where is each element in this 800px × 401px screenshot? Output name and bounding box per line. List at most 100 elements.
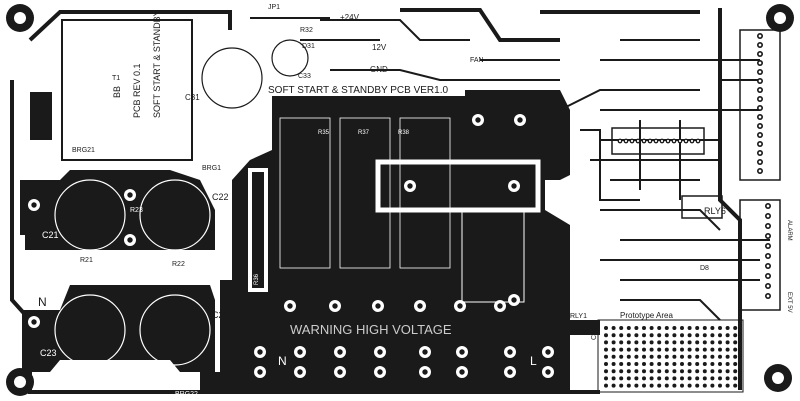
pad bbox=[671, 138, 677, 144]
ref-r26: R26 bbox=[172, 285, 185, 292]
pad bbox=[757, 78, 763, 84]
ref-c35: C35 bbox=[591, 327, 598, 340]
pad bbox=[757, 123, 763, 129]
pad bbox=[757, 96, 763, 102]
pad bbox=[419, 346, 431, 358]
pad bbox=[28, 316, 40, 328]
pad bbox=[28, 199, 40, 211]
prototype-area-box bbox=[597, 319, 744, 393]
pad bbox=[641, 138, 647, 144]
ref-c21: C21 bbox=[42, 230, 59, 240]
ref-c33: C33 bbox=[298, 73, 311, 80]
pad bbox=[542, 346, 554, 358]
pad bbox=[294, 346, 306, 358]
pad bbox=[757, 141, 763, 147]
pad bbox=[757, 60, 763, 66]
ref-c34: C34 bbox=[241, 219, 248, 232]
pad bbox=[294, 366, 306, 378]
pad bbox=[472, 114, 484, 126]
pad bbox=[757, 87, 763, 93]
pad bbox=[757, 105, 763, 111]
pad bbox=[765, 253, 771, 259]
label-n-mid: N bbox=[278, 354, 287, 368]
pad bbox=[677, 138, 683, 144]
pad bbox=[456, 366, 468, 378]
transformer-outline bbox=[61, 19, 193, 161]
pad bbox=[124, 234, 136, 246]
relay-cutout-inner bbox=[461, 211, 525, 303]
pad bbox=[757, 114, 763, 120]
pad bbox=[404, 180, 416, 192]
board-title: SOFT START & STANDBY PCB VER1.0 bbox=[268, 85, 448, 96]
ref-r32: R32 bbox=[300, 27, 313, 34]
relay-cutout-top bbox=[375, 159, 541, 213]
label-plus24v: +24V bbox=[340, 13, 360, 22]
ref-c22: C22 bbox=[212, 192, 229, 202]
label-fan: FAN bbox=[470, 57, 484, 64]
ref-brg21: BRG21 bbox=[72, 147, 95, 154]
capacitor-c31 bbox=[201, 47, 263, 109]
pad bbox=[456, 346, 468, 358]
label-n-left: N bbox=[38, 295, 47, 309]
pad bbox=[414, 300, 426, 312]
transformer-text-line1: SOFT START & STANDBY bbox=[152, 10, 162, 118]
capacitor-c22 bbox=[139, 179, 211, 251]
copper-pour-left-top bbox=[20, 170, 215, 250]
pad bbox=[689, 138, 695, 144]
ref-c23: C23 bbox=[40, 348, 57, 358]
pad bbox=[757, 33, 763, 39]
ref-r37: R37 bbox=[358, 130, 370, 136]
pad bbox=[757, 51, 763, 57]
pad bbox=[374, 366, 386, 378]
pad bbox=[124, 189, 136, 201]
pad bbox=[454, 300, 466, 312]
ref-brg1: BRG1 bbox=[202, 165, 221, 172]
pads-layer bbox=[28, 33, 771, 378]
ref-r21: R21 bbox=[80, 257, 93, 264]
left-terminal-block bbox=[30, 92, 52, 140]
resistor-outlines bbox=[279, 117, 451, 269]
pad bbox=[504, 346, 516, 358]
pad bbox=[765, 233, 771, 239]
pad bbox=[514, 114, 526, 126]
pad bbox=[695, 138, 701, 144]
ref-d31: D31 bbox=[302, 43, 315, 50]
transformer-text-line3: BB bbox=[112, 86, 122, 98]
pad bbox=[372, 300, 384, 312]
pad bbox=[757, 168, 763, 174]
pad bbox=[765, 223, 771, 229]
ref-r35: R35 bbox=[318, 130, 330, 136]
ref-brg22: BRG22 bbox=[175, 391, 198, 398]
ref-r25: R25 bbox=[80, 289, 93, 296]
pad bbox=[757, 69, 763, 75]
label-ext5v: EXT 5V bbox=[786, 292, 792, 313]
pad bbox=[757, 150, 763, 156]
label-12v: 12V bbox=[372, 43, 387, 52]
transformer-ref: T1 bbox=[112, 75, 120, 82]
warning-text: WARNING HIGH VOLTAGE bbox=[290, 322, 452, 337]
transformer-text-line2: PCB REV 0.1 bbox=[132, 63, 142, 118]
label-gnd: GND bbox=[370, 65, 388, 74]
pad bbox=[659, 138, 665, 144]
prototype-area-label: Prototype Area bbox=[620, 311, 673, 320]
pad bbox=[765, 283, 771, 289]
terminal-blocks bbox=[238, 332, 570, 390]
ref-r36: R36 bbox=[254, 273, 260, 285]
pad bbox=[329, 300, 341, 312]
pad bbox=[765, 273, 771, 279]
pad bbox=[647, 138, 653, 144]
relay-cutout-strip-inner bbox=[252, 172, 264, 288]
pad bbox=[653, 138, 659, 144]
pad bbox=[765, 243, 771, 249]
capacitor-c24 bbox=[139, 294, 211, 366]
prototype-area-grid bbox=[604, 326, 738, 388]
ref-c31: C31 bbox=[185, 93, 200, 102]
pad bbox=[683, 138, 689, 144]
pad bbox=[419, 366, 431, 378]
pad bbox=[617, 138, 623, 144]
pad bbox=[508, 294, 520, 306]
pad bbox=[374, 346, 386, 358]
ic-outlines bbox=[611, 29, 781, 311]
pad bbox=[757, 159, 763, 165]
ref-r22: R22 bbox=[172, 261, 185, 268]
